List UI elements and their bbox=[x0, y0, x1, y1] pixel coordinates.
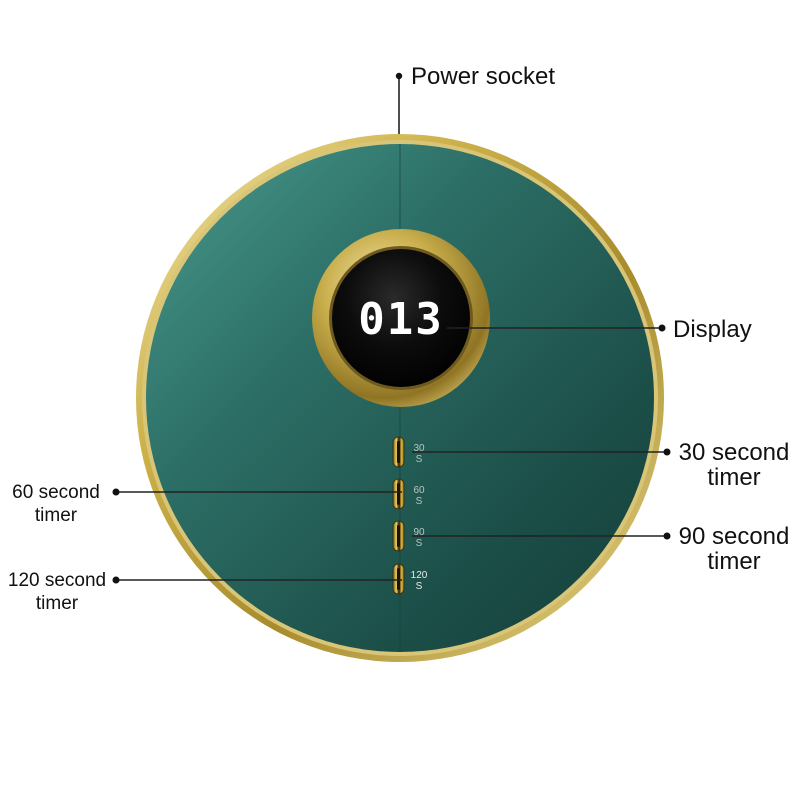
timer-button-value: 60 bbox=[413, 485, 425, 496]
timer-button-unit: S bbox=[416, 454, 423, 465]
timer-button-unit: S bbox=[416, 538, 423, 549]
power-socket-dot bbox=[395, 72, 403, 80]
timer-30-dot bbox=[663, 448, 671, 456]
timer-button-unit: S bbox=[416, 581, 423, 592]
timer-60-label-line2: timer bbox=[34, 505, 78, 526]
display-dot bbox=[658, 324, 666, 332]
power-socket-label: Power socket bbox=[411, 63, 556, 90]
timer-30-label-line1: 30 second bbox=[678, 439, 790, 466]
display-digits: 013 bbox=[358, 294, 443, 345]
display-label: Display bbox=[673, 316, 752, 343]
timer-30-label-line2: timer bbox=[707, 464, 761, 491]
timer-120-label-line1: 120 second bbox=[7, 570, 107, 591]
timer-button-unit: S bbox=[416, 496, 423, 507]
timer-60-label-line1: 60 second bbox=[12, 482, 100, 503]
timer-button-60[interactable]: 60S bbox=[392, 478, 425, 510]
timer-120-label: 120 second timer bbox=[4, 569, 110, 615]
timer-120-dot bbox=[112, 576, 120, 584]
timer-60-dot bbox=[112, 488, 120, 496]
timer-button-slot bbox=[397, 483, 400, 505]
timer-button-slot bbox=[397, 568, 400, 590]
timer-90-label-line2: timer bbox=[707, 548, 761, 575]
display-screen bbox=[332, 249, 470, 387]
timer-button-value: 90 bbox=[413, 527, 425, 538]
timer-90-dot bbox=[663, 532, 671, 540]
timer-90-label: 90 second timer bbox=[678, 524, 790, 574]
timer-button-30[interactable]: 30S bbox=[392, 436, 425, 468]
timer-button-value: 30 bbox=[413, 443, 425, 454]
timer-30-label: 30 second timer bbox=[678, 440, 790, 490]
timer-button-value: 120 bbox=[411, 570, 428, 581]
timer-button-90[interactable]: 90S bbox=[392, 520, 425, 552]
timer-button-slot bbox=[397, 441, 400, 463]
timer-button-slot bbox=[397, 525, 400, 547]
timer-90-label-line1: 90 second bbox=[678, 523, 790, 550]
timer-120-label-line2: timer bbox=[35, 593, 79, 614]
timer-60-label: 60 second timer bbox=[8, 481, 104, 527]
